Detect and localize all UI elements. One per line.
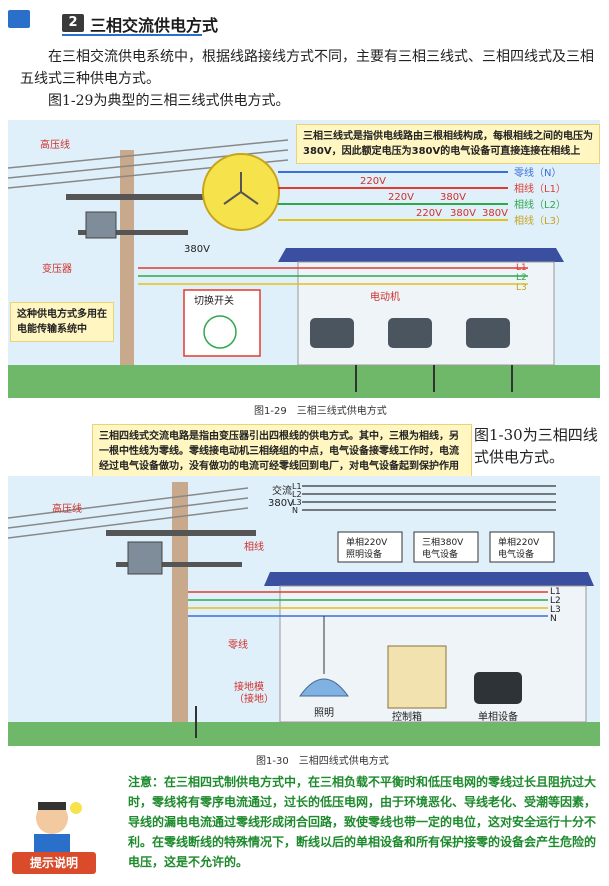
figure-1-30: 交流 380V L1 L2 L3 N 单相220V 照明设备 三相380V 电气… bbox=[8, 476, 600, 746]
control-box-icon bbox=[387, 645, 447, 709]
section-number: 2 bbox=[62, 14, 84, 32]
v380-label-b: 380V bbox=[450, 208, 476, 219]
line-l1-label: 相线（L1） bbox=[514, 182, 566, 195]
title-underline bbox=[62, 34, 202, 36]
building-roof-2 bbox=[264, 572, 594, 586]
switch-label: 切换开关 bbox=[194, 294, 234, 307]
single-device-label: 单相设备 bbox=[478, 710, 518, 723]
house-l2-label: L2 bbox=[516, 273, 527, 283]
motor-label: 电动机 bbox=[370, 290, 400, 303]
three-phase-three-wire-diagram: 220V 220V 380V 220V 380V 380V 零线（N） 相线（L… bbox=[8, 120, 600, 398]
line-l3-label: 相线（L3） bbox=[514, 214, 566, 227]
three-phase-four-wire-diagram: 交流 380V L1 L2 L3 N 单相220V 照明设备 三相380V 电气… bbox=[8, 476, 600, 746]
ground-label-1: 接地模 bbox=[234, 680, 264, 693]
dev1-line1: 单相220V bbox=[346, 536, 388, 548]
fig29-note: 三相三线式是指供电线路由三根相线构成，每根相线之间的电压为380V，因此额定电压… bbox=[296, 124, 600, 164]
neutral-label: 零线 bbox=[228, 638, 248, 651]
v220-label-a: 220V bbox=[360, 176, 386, 187]
dev3-line1: 单相220V bbox=[498, 536, 540, 548]
intro-paragraph-1: 在三相交流供电系统中，根据线路接线方式不同，主要有三相三线式、三相四线式及三相五… bbox=[20, 49, 594, 87]
dev2-line2: 电气设备 bbox=[422, 548, 458, 560]
phase-label: 相线 bbox=[244, 540, 264, 553]
fig30-note: 三相四线式交流电路是指由变压器引出四根线的供电方式。其中，三根为相线，另一根中性… bbox=[92, 424, 472, 479]
intro-text: 在三相交流供电系统中，根据线路接线方式不同，主要有三相三线式、三相四线式及三相五… bbox=[20, 46, 600, 112]
house-l2-label-2: L2 bbox=[550, 596, 561, 606]
dev1-line2: 照明设备 bbox=[346, 548, 382, 560]
teacher-icon bbox=[34, 802, 82, 852]
dev2-line1: 三相380V bbox=[422, 536, 464, 548]
top-l1-label: L1 bbox=[292, 482, 302, 491]
fig30-caption: 图1-30 三相四线式供电方式 bbox=[256, 756, 389, 767]
tip-text: 注意：在三相四式制供电方式中，在三相负载不平衡时和低压电网的零线过长且阻抗过大时… bbox=[128, 775, 597, 869]
house-n-label-2: N bbox=[550, 614, 557, 624]
ac-label: 交流 bbox=[272, 484, 292, 497]
hv-line-label-2: 高压线 bbox=[52, 502, 82, 515]
figure-1-29: 220V 220V 380V 220V 380V 380V 零线（N） 相线（L… bbox=[8, 120, 600, 398]
fig29-caption: 图1-29 三相三线式供电方式 bbox=[254, 406, 387, 417]
v380-label: 380V bbox=[268, 498, 294, 509]
v220-label-b: 220V bbox=[388, 192, 414, 203]
light-label: 照明 bbox=[314, 707, 334, 719]
house-l1-label-2: L1 bbox=[550, 587, 561, 597]
line-n-label: 零线（N） bbox=[514, 166, 561, 179]
section-marker bbox=[8, 10, 30, 28]
house-l3-label-2: L3 bbox=[550, 605, 561, 615]
fig30-intro: 图1-30为三相四线式供电方式。 bbox=[474, 426, 598, 466]
section-title: 三相交流供电方式 bbox=[90, 16, 219, 35]
v220-label-c: 220V bbox=[416, 208, 442, 219]
house-l1-label: L1 bbox=[516, 263, 527, 273]
house-l3-label: L3 bbox=[516, 283, 527, 293]
single-device-icon bbox=[474, 672, 522, 704]
control-box-label: 控制箱 bbox=[392, 710, 422, 723]
v380-pole-label: 380V bbox=[184, 244, 210, 255]
building-roof bbox=[278, 248, 564, 262]
fig29-side-note: 这种供电方式多用在电能传输系统中 bbox=[10, 302, 114, 342]
tip-label: 提示说明 bbox=[12, 852, 96, 874]
v380-label-a: 380V bbox=[440, 192, 466, 203]
top-l3-label: L3 bbox=[292, 498, 302, 507]
v380-label-c: 380V bbox=[482, 208, 508, 219]
transformer-label: 变压器 bbox=[42, 262, 72, 275]
top-l2-label: L2 bbox=[292, 490, 302, 499]
ground-label-2: （接地） bbox=[234, 692, 274, 705]
motors bbox=[310, 318, 510, 348]
dev3-line2: 电气设备 bbox=[498, 548, 534, 560]
line-l2-label: 相线（L2） bbox=[514, 198, 566, 211]
top-n-label: N bbox=[292, 506, 298, 515]
hv-line-label: 高压线 bbox=[40, 138, 70, 151]
lamp-icon bbox=[299, 678, 349, 697]
intro-paragraph-2: 图1-29为典型的三相三线式供电方式。 bbox=[48, 93, 290, 109]
